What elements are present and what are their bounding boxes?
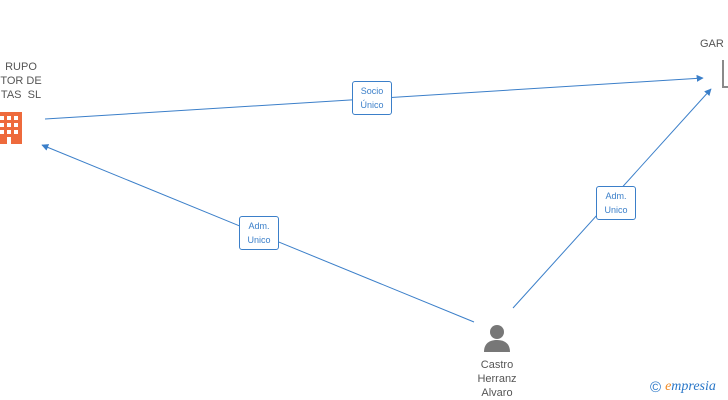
edge-label-socio-unico[interactable]: Socio Único: [352, 81, 392, 115]
brand-initial: e: [665, 379, 672, 394]
company-right-label[interactable]: GAR: [700, 38, 724, 50]
edge-label-adm-unico-left[interactable]: Adm. Unico: [239, 216, 279, 250]
brand-name: empresia: [665, 379, 716, 395]
person-name-label[interactable]: Castro Herranz Alvaro: [477, 359, 517, 399]
person-icon[interactable]: [484, 325, 510, 352]
building-icon-right[interactable]: [722, 60, 728, 88]
company-left-label[interactable]: RUPO TOR DE TAS SL: [0, 61, 42, 101]
building-icon[interactable]: [0, 112, 22, 144]
edge-label-adm-unico-right[interactable]: Adm. Unico: [596, 186, 636, 220]
copyright-icon: ©: [650, 378, 662, 396]
empresia-watermark: © empresia: [650, 379, 716, 395]
brand-rest: mpresia: [671, 379, 716, 394]
